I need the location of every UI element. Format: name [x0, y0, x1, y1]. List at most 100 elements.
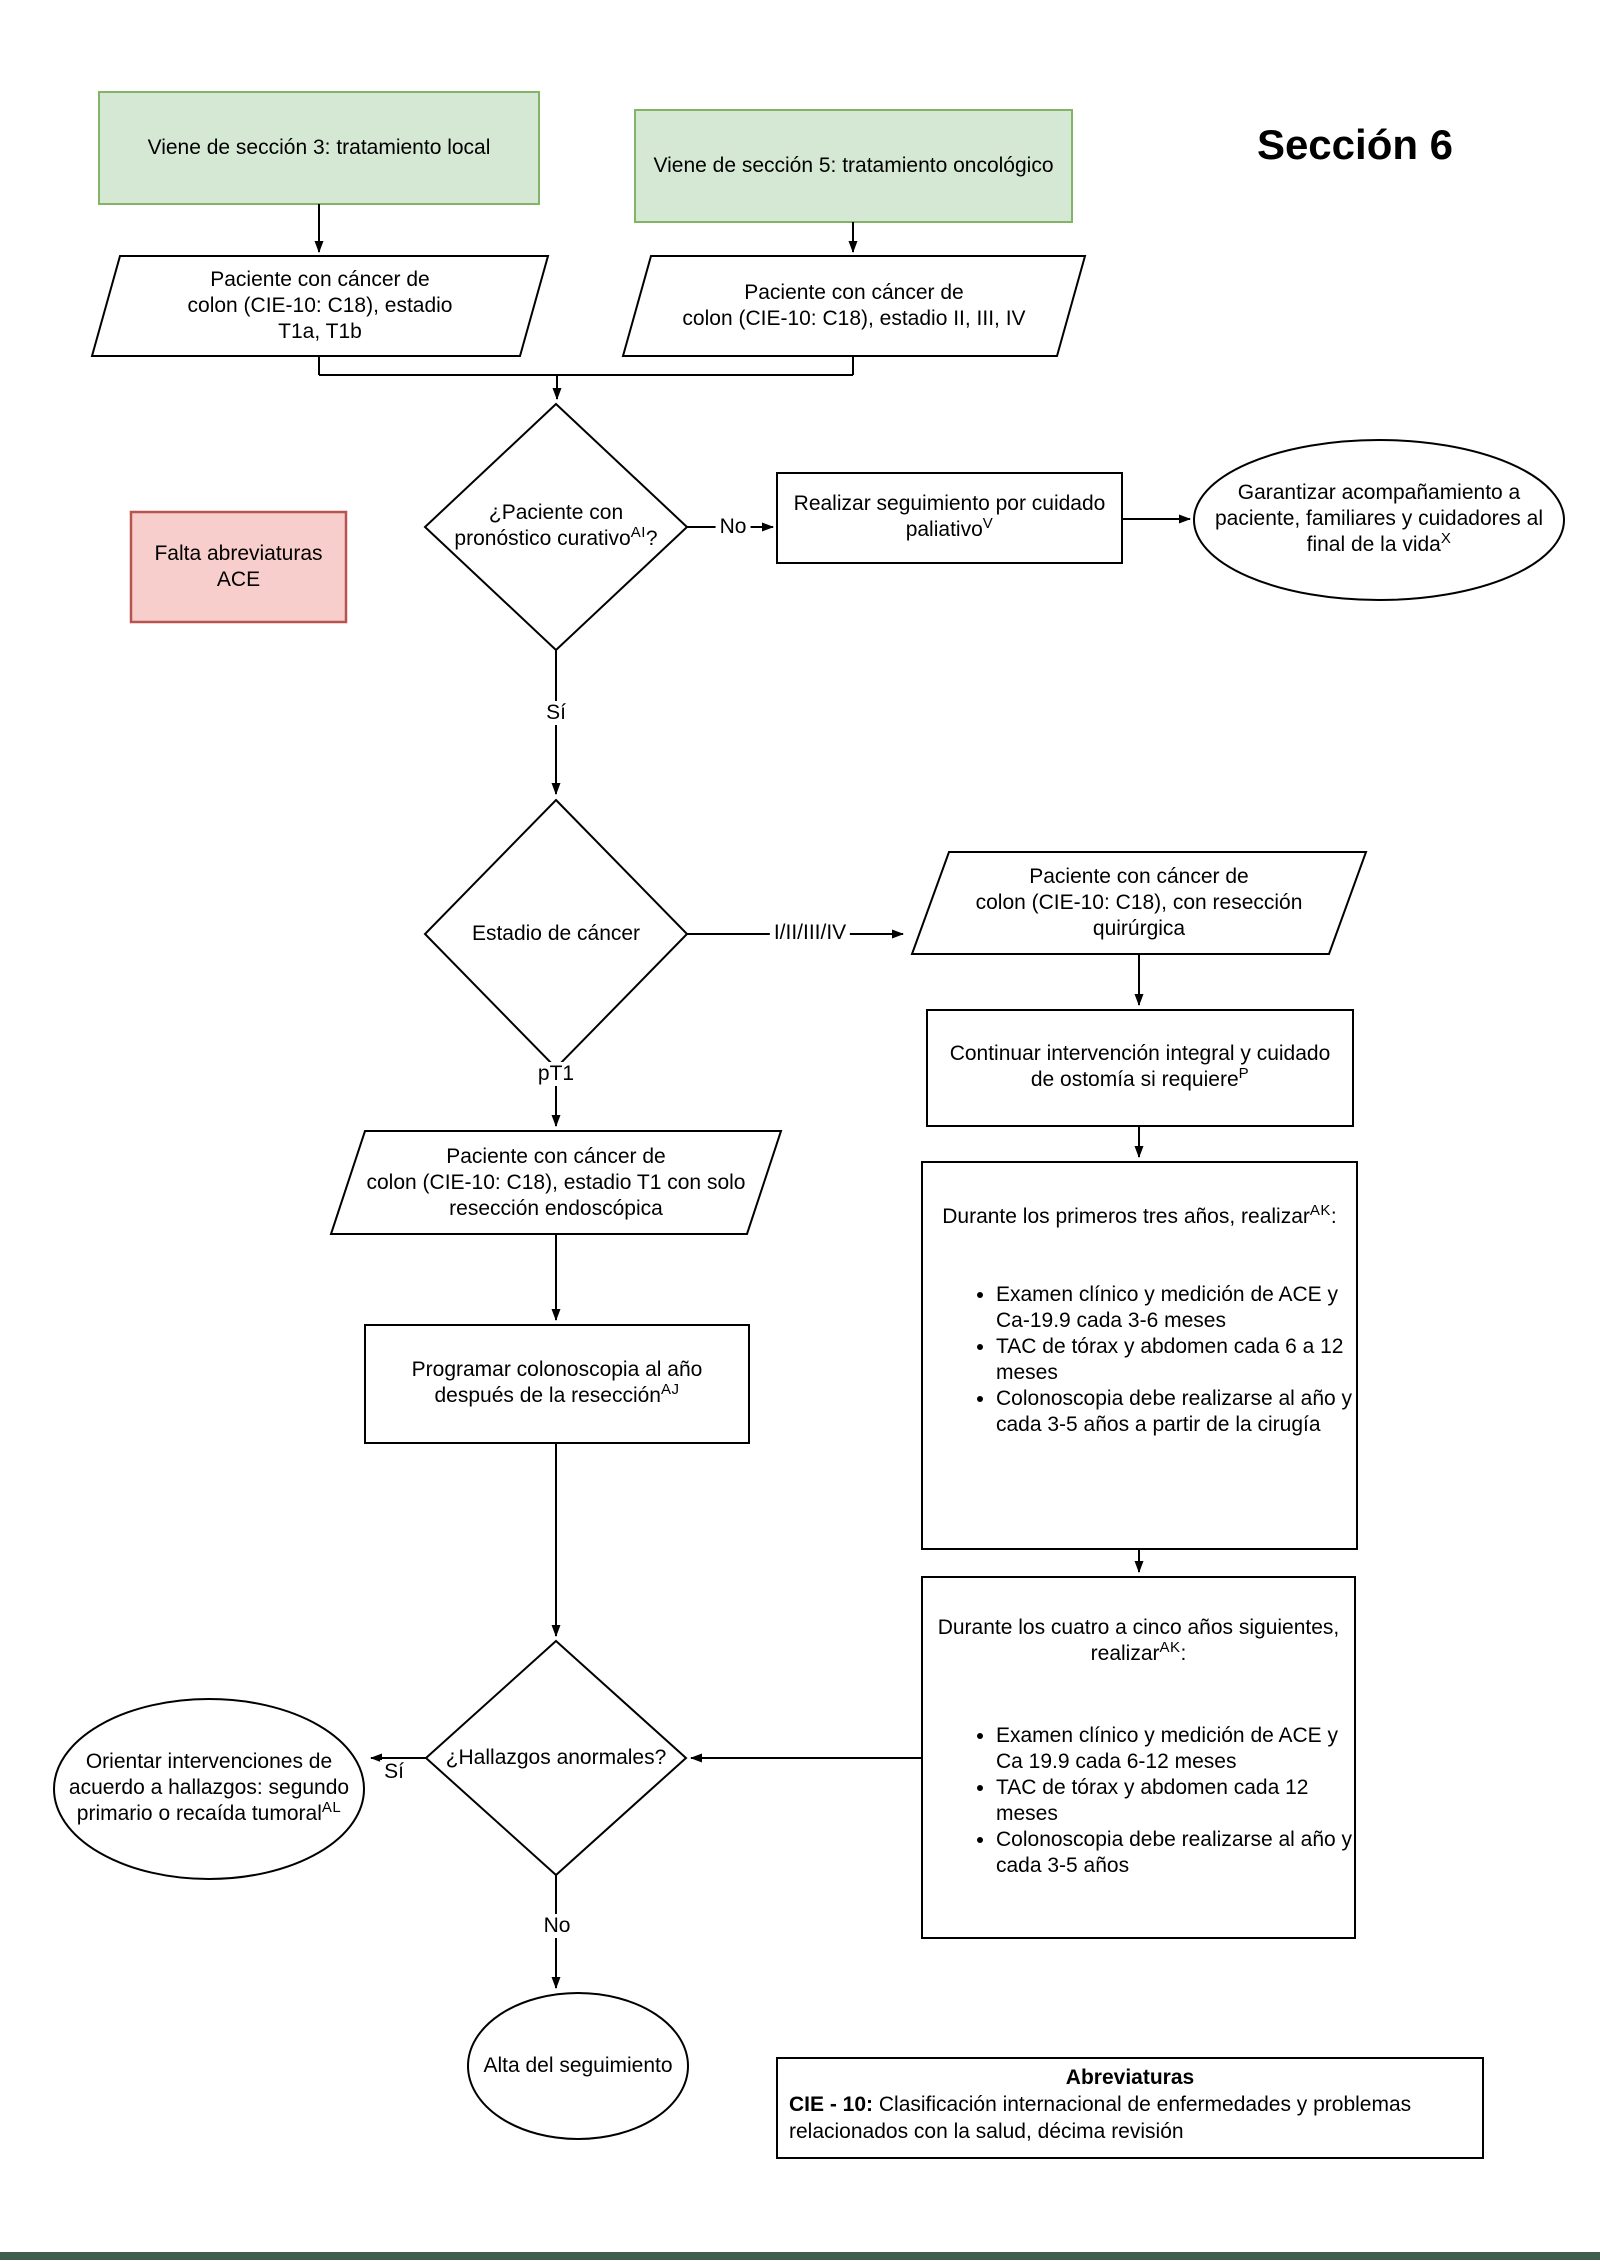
- orient-line1: Orientar intervenciones de: [85, 1750, 333, 1773]
- abbreviation-term: CIE - 10:: [789, 2093, 874, 2116]
- edge-label-yes-curative: Sí: [542, 701, 570, 725]
- next-years-heading-line1: Durante los cuatro a cinco años siguient…: [937, 1616, 1340, 1639]
- t1ab-line2: colon (CIE-10: C18), estadio: [187, 294, 453, 317]
- bullet-item: TAC de tórax y abdomen cada 12 meses: [996, 1775, 1353, 1827]
- colonoscopy-line2: después de la resecciónAJ: [434, 1381, 680, 1411]
- edge-label-yes-findings: Sí: [380, 1760, 408, 1784]
- ostomy-care-box: [926, 1009, 1354, 1127]
- discharge-ellipse: [467, 1992, 689, 2140]
- bullet-item: Colonoscopia debe realizarse al año y ca…: [996, 1386, 1355, 1438]
- bullet-text: Examen clínico y medición de ACE y Ca 19…: [996, 1724, 1338, 1773]
- patient-surgical-label: Paciente con cáncer de colon (CIE-10: C1…: [912, 854, 1366, 952]
- abbreviations-box: [776, 2057, 1484, 2159]
- surgical-line1: Paciente con cáncer de: [1029, 865, 1249, 888]
- palliative-line2: paliativoV: [905, 515, 994, 545]
- orient-line2: acuerdo a hallazgos: segundo: [68, 1776, 350, 1799]
- edge-label-no-findings: No: [539, 1914, 575, 1938]
- end-of-life-accompaniment-ellipse: [1193, 439, 1565, 601]
- t1ab-line1: Paciente con cáncer de: [210, 268, 430, 291]
- palliative-footnote-marker: V: [982, 515, 994, 532]
- ostomy-line2-pre: de ostomía si requiere: [1030, 1068, 1239, 1091]
- next-years-heading-line2: realizarAK:: [922, 1639, 1355, 1669]
- connector-lines: [314, 204, 1191, 1989]
- entry-section3-box: [98, 91, 540, 205]
- patient-t1ab-parallelogram: [90, 255, 550, 357]
- curative-line2-pre: pronóstico curativo: [454, 527, 631, 550]
- edge-merge-line: [318, 356, 854, 376]
- endoscopic-line2: colon (CIE-10: C18), estadio T1 con solo: [366, 1170, 746, 1194]
- orient-footnote-marker: AL: [321, 1799, 342, 1816]
- page-title: Sección 6: [1256, 121, 1454, 168]
- patient-t1ab-label: Paciente con cáncer de colon (CIE-10: C1…: [92, 258, 548, 354]
- bullet-text: Examen clínico y medición de ACE y Ca-19…: [996, 1283, 1338, 1332]
- next-four-five-years-content: Durante los cuatro a cinco años siguient…: [922, 1577, 1355, 1938]
- bullet-text: TAC de tórax y abdomen cada 12 meses: [996, 1776, 1309, 1825]
- surgical-line3: quirúrgica: [1092, 917, 1186, 940]
- stage234-line1: Paciente con cáncer de: [744, 281, 964, 304]
- accompaniment-line1: Garantizar acompañamiento a: [1237, 481, 1521, 504]
- first-three-footnote-marker: AK: [1309, 1202, 1331, 1219]
- accompaniment-line3: final de la vidaX: [1306, 530, 1452, 560]
- patient-surgical-resection-parallelogram: [910, 851, 1368, 955]
- footer-bar: [0, 2252, 1600, 2260]
- next-years-heading-pre: realizar: [1090, 1642, 1160, 1665]
- palliative-line1: Realizar seguimiento por cuidado: [793, 492, 1106, 515]
- bullet-item: Examen clínico y medición de ACE y Ca 19…: [996, 1723, 1353, 1775]
- bullet-text: TAC de tórax y abdomen cada 6 a 12 meses: [996, 1335, 1344, 1384]
- next-years-heading: Durante los cuatro a cinco años siguient…: [922, 1577, 1355, 1669]
- palliative-line2-pre: paliativo: [905, 518, 983, 541]
- edge-label-pt1: pT1: [533, 1062, 579, 1086]
- curative-line2: pronóstico curativoAI?: [454, 524, 657, 554]
- abbreviations-definition: CIE - 10: Clasificación internacional de…: [789, 2091, 1471, 2145]
- first-three-years-bullet-list: Examen clínico y medición de ACE y Ca-19…: [972, 1282, 1355, 1438]
- orient-line3-pre: primario o recaída tumoral: [76, 1802, 322, 1825]
- endoscopic-line3: resección endoscópica: [449, 1196, 663, 1220]
- colonoscopy-line2-pre: después de la resección: [434, 1384, 661, 1407]
- orient-line3: primario o recaída tumoralAL: [76, 1799, 342, 1829]
- next-years-footnote-marker: AK: [1159, 1639, 1181, 1656]
- orient-interventions-ellipse: [53, 1698, 365, 1880]
- schedule-colonoscopy-label: Programar colonoscopia al año después de…: [365, 1325, 749, 1443]
- first-three-heading-pre: Durante los primeros tres años, realizar: [942, 1205, 1310, 1228]
- edge-label-stages: I/II/III/IV: [769, 921, 851, 945]
- colonoscopy-line1: Programar colonoscopia al año: [411, 1358, 703, 1381]
- ostomy-line1: Continuar intervención integral y cuidad…: [949, 1042, 1331, 1065]
- surgical-line2: colon (CIE-10: C18), con resección: [975, 891, 1303, 914]
- schedule-colonoscopy-box: [364, 1324, 750, 1444]
- patient-endoscopic-label: Paciente con cáncer de colon (CIE-10: C1…: [331, 1133, 781, 1232]
- edge-label-no-curative: No: [715, 515, 751, 539]
- ostomy-line2: de ostomía si requiereP: [1030, 1065, 1249, 1095]
- first-three-heading-post: :: [1330, 1205, 1337, 1228]
- curative-prognosis-label: ¿Paciente con pronóstico curativoAI?: [426, 471, 686, 583]
- orient-interventions-label: Orientar intervenciones de acuerdo a hal…: [49, 1750, 369, 1828]
- abbreviations-title: Abreviaturas: [1065, 2066, 1195, 2089]
- bullet-text: Colonoscopia debe realizarse al año y ca…: [996, 1828, 1353, 1877]
- note-line1: Falta abreviaturas: [154, 542, 323, 565]
- accompaniment-line2: paciente, familiares y cuidadores al: [1214, 507, 1543, 530]
- entry-section5-label: Viene de sección 5: tratamiento oncológi…: [653, 154, 1054, 177]
- bullet-text: Colonoscopia debe realizarse al año y ca…: [996, 1387, 1353, 1436]
- discharge-label: Alta del seguimiento: [483, 2054, 673, 2077]
- accompaniment-line3-pre: final de la vida: [1306, 533, 1441, 556]
- patient-endoscopic-resection-parallelogram: [329, 1130, 783, 1235]
- ostomy-care-label: Continuar intervención integral y cuidad…: [927, 1010, 1353, 1126]
- endoscopic-line1: Paciente con cáncer de: [446, 1144, 666, 1168]
- note-line2: ACE: [216, 568, 261, 591]
- bullet-item: TAC de tórax y abdomen cada 6 a 12 meses: [996, 1334, 1355, 1386]
- patient-stage234-parallelogram: [621, 255, 1087, 357]
- bullet-item: Colonoscopia debe realizarse al año y ca…: [996, 1827, 1353, 1879]
- curative-line1: ¿Paciente con: [488, 501, 624, 524]
- bullet-item: Examen clínico y medición de ACE y Ca-19…: [996, 1282, 1355, 1334]
- next-four-five-years-box: [921, 1576, 1356, 1939]
- next-years-heading-post: :: [1180, 1642, 1187, 1665]
- first-three-years-box: [921, 1161, 1358, 1550]
- missing-abbreviation-note-label: Falta abreviaturas ACE: [131, 512, 346, 622]
- curative-footnote-marker: AI: [630, 524, 646, 541]
- palliative-care-box: [776, 472, 1123, 564]
- abbreviations-content: Abreviaturas CIE - 10: Clasificación int…: [789, 2064, 1471, 2152]
- missing-abbreviation-note-box: [129, 510, 348, 624]
- t1ab-line3: T1a, T1b: [278, 320, 362, 343]
- abnormal-findings-label: ¿Hallazgos anormales?: [445, 1746, 667, 1769]
- end-of-life-accompaniment-label: Garantizar acompañamiento a paciente, fa…: [1200, 462, 1558, 578]
